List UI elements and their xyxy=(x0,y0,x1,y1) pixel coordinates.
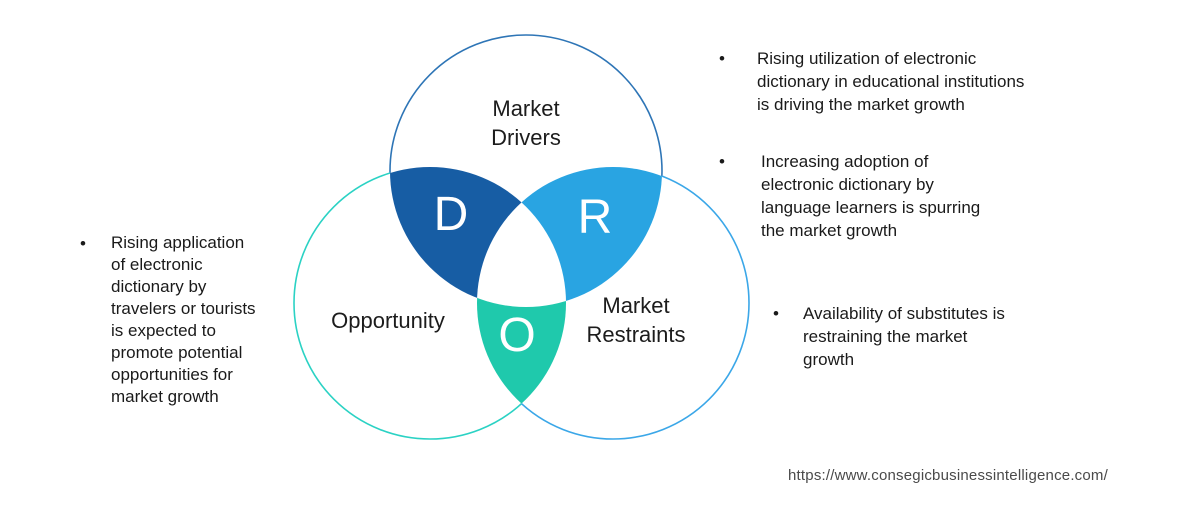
opportunity-note: • Rising application of electronic dicti… xyxy=(80,232,261,408)
market-drivers-label: Market Drivers xyxy=(491,96,561,150)
opportunity-circle-outline xyxy=(293,166,567,440)
overlap-letter-o: O xyxy=(498,309,536,362)
bullet-marker: • xyxy=(719,49,725,68)
bullet-marker: • xyxy=(719,152,725,171)
restraint-note-text: Availability of substitutes is restraini… xyxy=(803,304,1005,369)
market-restraints-label: Market Restraints xyxy=(586,293,686,347)
driver-note-1-text: Rising utilization of electronic diction… xyxy=(757,49,1025,114)
bullet-marker: • xyxy=(80,234,86,253)
drivers-circle-outline xyxy=(389,34,663,308)
driver-note-2-text: Increasing adoption of electronic dictio… xyxy=(761,152,981,240)
opportunity-label: Opportunity xyxy=(331,308,445,333)
source-url: https://www.consegicbusinessintelligence… xyxy=(788,467,1108,484)
overlap-letter-r: R xyxy=(577,191,613,244)
bullet-marker: • xyxy=(773,304,779,323)
opportunity-note-text: Rising application of electronic diction… xyxy=(111,233,256,406)
opportunity-overlap-region xyxy=(477,167,566,439)
driver-note-1: • Rising utilization of electronic dicti… xyxy=(719,47,1025,116)
restraints-circle-outline xyxy=(476,166,750,440)
restraint-note: • Availability of substitutes is restrai… xyxy=(773,302,1023,371)
driver-note-2: • Increasing adoption of electronic dict… xyxy=(719,150,996,242)
overlap-letter-d: D xyxy=(433,188,469,241)
